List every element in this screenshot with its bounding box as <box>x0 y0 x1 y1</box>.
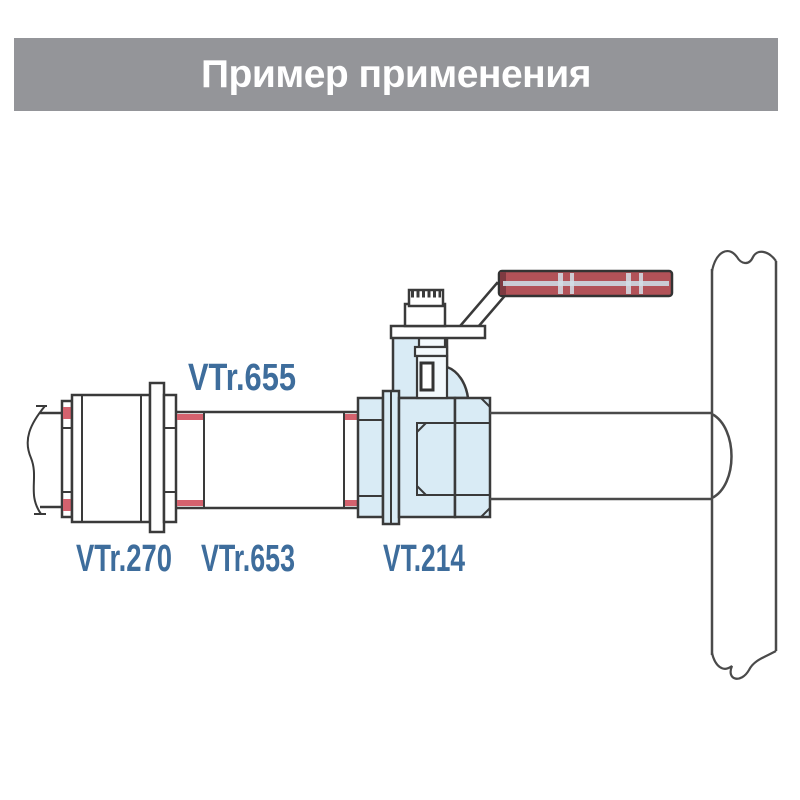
handle-grip-tick <box>570 273 574 294</box>
handle-grip-tick <box>639 273 643 294</box>
thread-seal-bottom-right <box>345 500 358 506</box>
ball-valve-vt214 <box>356 269 674 526</box>
stem-step <box>417 336 447 349</box>
pipe-break-top-icon <box>710 250 777 272</box>
coupling-vtr270 <box>60 381 178 534</box>
valve-body <box>397 396 457 519</box>
coupling-right-nut <box>162 393 178 524</box>
left-pipe <box>26 405 62 515</box>
joint-seal-top-left <box>63 407 72 419</box>
outlet-pipe <box>490 411 733 501</box>
handle-grip <box>497 269 674 298</box>
valve-stem <box>419 361 435 392</box>
pipe-break-left-icon <box>26 405 47 515</box>
valve-housing-chamfers <box>416 397 491 518</box>
joint-seal-bottom-left <box>63 499 72 511</box>
valve-right-nut <box>453 396 492 519</box>
gland-nut <box>413 345 449 358</box>
coupling-nut-facets <box>62 427 176 493</box>
handle-grip-tick <box>558 273 563 294</box>
thread-seal-bottom-left <box>177 500 204 506</box>
thread-seal-top-right <box>345 414 358 420</box>
pipe-break-bottom-icon <box>710 650 777 680</box>
handle-grip-highlight-band <box>503 281 669 286</box>
label-vtr270: VTr.270 <box>76 538 172 580</box>
valve-nut-facets <box>358 419 490 497</box>
stem-knurled-nut <box>407 288 445 308</box>
valve-ball-housing <box>416 422 456 496</box>
label-vtr653: VTr.653 <box>201 538 295 580</box>
coupling-collar <box>148 381 166 534</box>
stem-hex-block <box>403 302 447 328</box>
outlet-pipe-cap <box>710 411 733 501</box>
valve-left-nut <box>356 396 385 519</box>
coupling-body-chamfer-lines <box>81 395 142 522</box>
page-title: Пример применения <box>201 52 591 96</box>
label-vtr655: VTr.655 <box>188 357 296 399</box>
handle-plate <box>389 324 487 340</box>
riser-pipe <box>710 250 778 680</box>
handle-grip-tick <box>626 273 631 294</box>
thread-seal-top-left <box>177 414 204 420</box>
header-banner: Пример применения <box>14 38 778 111</box>
coupling-body <box>70 393 152 524</box>
pipe-nipple-vtr653 <box>176 410 358 510</box>
label-vt214: VT.214 <box>383 538 465 580</box>
